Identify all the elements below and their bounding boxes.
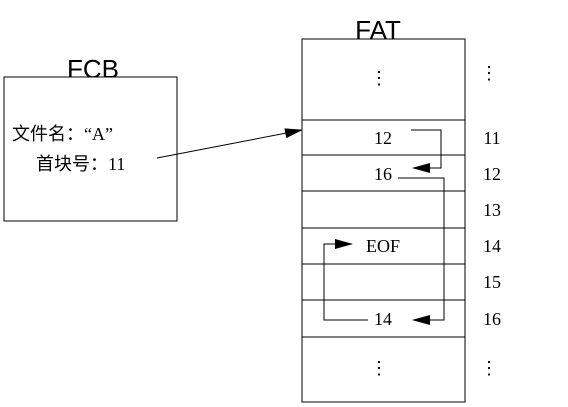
- chain-arrow-11-to-12: [411, 129, 442, 173]
- index-label-12: 12: [483, 164, 501, 184]
- index-label-16: 16: [483, 309, 501, 329]
- index-label-13: 13: [483, 200, 501, 220]
- chain-arrow-16-to-14: [323, 239, 368, 321]
- fat-entry-12-value: 16: [374, 164, 392, 184]
- chain-arrow-12-to-16: [398, 177, 445, 325]
- fat-bottom-ellipsis: ⋮: [370, 358, 388, 378]
- fat-top-ellipsis: ⋮: [370, 68, 388, 88]
- index-top-ellipsis: ⋮: [480, 63, 498, 83]
- fcb-to-fat-arrow: [156, 128, 303, 159]
- index-label-11: 11: [483, 128, 500, 148]
- index-bottom-ellipsis: ⋮: [480, 358, 498, 378]
- fat-table: [301, 38, 466, 403]
- fcb-first-block-line: 首块号：11: [36, 154, 125, 174]
- fat-entry-14-value: EOF: [366, 236, 400, 256]
- fcb-box: [3, 76, 178, 222]
- fcb-filename-line: 文件名：“A”: [12, 124, 113, 144]
- index-label-14: 14: [483, 236, 501, 256]
- fat-entry-16-value: 14: [374, 309, 392, 329]
- index-label-15: 15: [483, 272, 501, 292]
- fat-entry-11-value: 12: [374, 128, 392, 148]
